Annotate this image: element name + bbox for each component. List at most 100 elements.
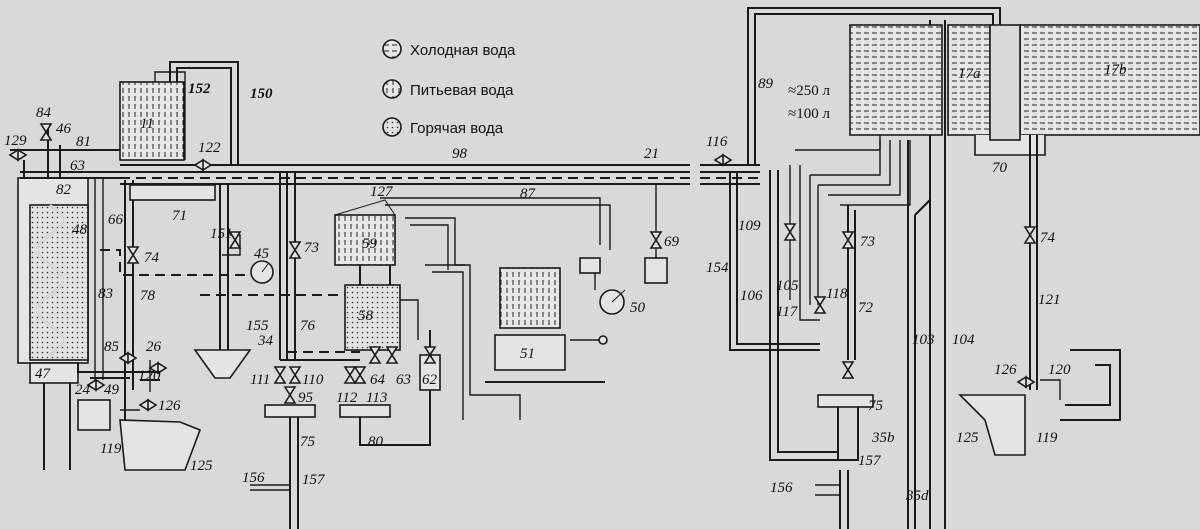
valve-74-right <box>1023 226 1037 244</box>
label-126-left: 126 <box>158 398 181 414</box>
tank-17b <box>1019 24 1200 136</box>
label-106: 106 <box>740 288 763 304</box>
label-71: 71 <box>172 208 187 224</box>
valve-126-left <box>138 398 158 412</box>
label-151: 151 <box>210 226 233 242</box>
wash-basin-right <box>958 394 1026 456</box>
label-17b: 17b <box>1104 62 1127 78</box>
valve-116 <box>713 153 733 167</box>
sink-75-left <box>264 404 316 418</box>
legend-drink-label: Питьевая вода <box>410 82 514 99</box>
kitchen-equipment <box>334 197 611 420</box>
label-45: 45 <box>254 246 270 262</box>
valve-46 <box>39 123 53 141</box>
tank-11 <box>119 81 185 161</box>
label-76: 76 <box>300 318 316 334</box>
label-34: 34 <box>257 333 274 349</box>
valve-24 <box>86 378 106 392</box>
label-116: 116 <box>706 134 728 150</box>
label-72: 72 <box>858 300 874 316</box>
tank-group <box>849 24 1200 456</box>
label-129: 129 <box>4 133 27 149</box>
funnel-34 <box>193 349 252 379</box>
legend-drink-swatch <box>382 79 402 99</box>
valve-112 <box>343 366 357 384</box>
unit-69 <box>644 257 668 284</box>
label-109: 109 <box>738 218 761 234</box>
volume-100: ≈100 л <box>788 106 830 122</box>
label-104: 104 <box>952 332 975 348</box>
label-118: 118 <box>826 286 848 302</box>
label-152: 152 <box>188 81 211 97</box>
label-83: 83 <box>98 286 113 302</box>
label-73-right: 73 <box>860 234 875 250</box>
valve-129 <box>8 148 28 162</box>
label-51: 51 <box>520 346 535 362</box>
legend-cold-label: Холодная вода <box>410 42 516 59</box>
valve-109 <box>783 223 797 241</box>
valve-111 <box>273 366 287 384</box>
boiler-assembly <box>17 177 202 471</box>
label-78: 78 <box>140 288 156 304</box>
label-98: 98 <box>452 146 468 162</box>
valve-74-left <box>126 246 140 264</box>
volume-250: ≈250 л <box>788 83 830 99</box>
header-71 <box>129 184 216 201</box>
label-69: 69 <box>664 234 680 250</box>
legend-hot-swatch <box>382 117 402 137</box>
label-73-left: 73 <box>304 240 319 256</box>
equipment-51-50 <box>485 184 668 383</box>
valve-64 <box>368 346 382 364</box>
label-82: 82 <box>56 182 72 198</box>
label-95: 95 <box>298 390 314 406</box>
label-63-left: 63 <box>70 158 85 174</box>
label-58: 58 <box>358 308 374 324</box>
label-62: 62 <box>422 372 438 388</box>
valve-73-right <box>841 231 855 249</box>
label-70: 70 <box>992 160 1008 176</box>
label-48: 48 <box>72 222 88 238</box>
label-119-right: 119 <box>1036 430 1058 446</box>
valve-85 <box>118 351 138 365</box>
tank-59 <box>334 214 396 266</box>
label-84: 84 <box>36 105 52 121</box>
valve-95 <box>283 386 297 404</box>
label-110: 110 <box>302 372 324 388</box>
label-87: 87 <box>520 186 537 202</box>
legend-cold-swatch <box>382 39 402 59</box>
label-26: 26 <box>146 339 162 355</box>
unit-51 <box>494 334 566 371</box>
label-59: 59 <box>362 236 378 252</box>
label-119-left: 119 <box>100 441 122 457</box>
boiler-58 <box>344 284 401 351</box>
label-75-right: 75 <box>868 398 884 414</box>
label-117: 117 <box>776 304 799 320</box>
valve-151 <box>228 231 242 249</box>
unit-51-tank <box>499 267 561 329</box>
sink-80 <box>339 404 391 418</box>
legend: Холодная вода Питьевая вода Горячая вода <box>382 39 516 137</box>
valve-117 <box>813 296 827 314</box>
label-50: 50 <box>630 300 646 316</box>
label-155: 155 <box>246 318 269 334</box>
label-75-left: 75 <box>300 434 316 450</box>
label-74-right: 74 <box>1040 230 1056 246</box>
label-156-left: 156 <box>242 470 265 486</box>
control-line <box>100 249 274 284</box>
drain-funnel <box>77 399 111 431</box>
label-120-left: 120 <box>138 368 161 384</box>
label-103: 103 <box>912 332 935 348</box>
sink-75-right <box>817 394 874 408</box>
label-122: 122 <box>198 140 221 156</box>
label-113: 113 <box>366 390 387 406</box>
label-156-right: 156 <box>770 480 793 496</box>
valve-62 <box>423 346 437 364</box>
label-74-left: 74 <box>144 250 160 266</box>
main-line-98 <box>120 164 760 201</box>
valve-122 <box>193 158 213 172</box>
label-121: 121 <box>1038 292 1061 308</box>
reference-labels: 84 46 129 81 63 82 66 48 83 78 74 85 47 … <box>4 62 1127 504</box>
label-24: 24 <box>75 382 91 398</box>
